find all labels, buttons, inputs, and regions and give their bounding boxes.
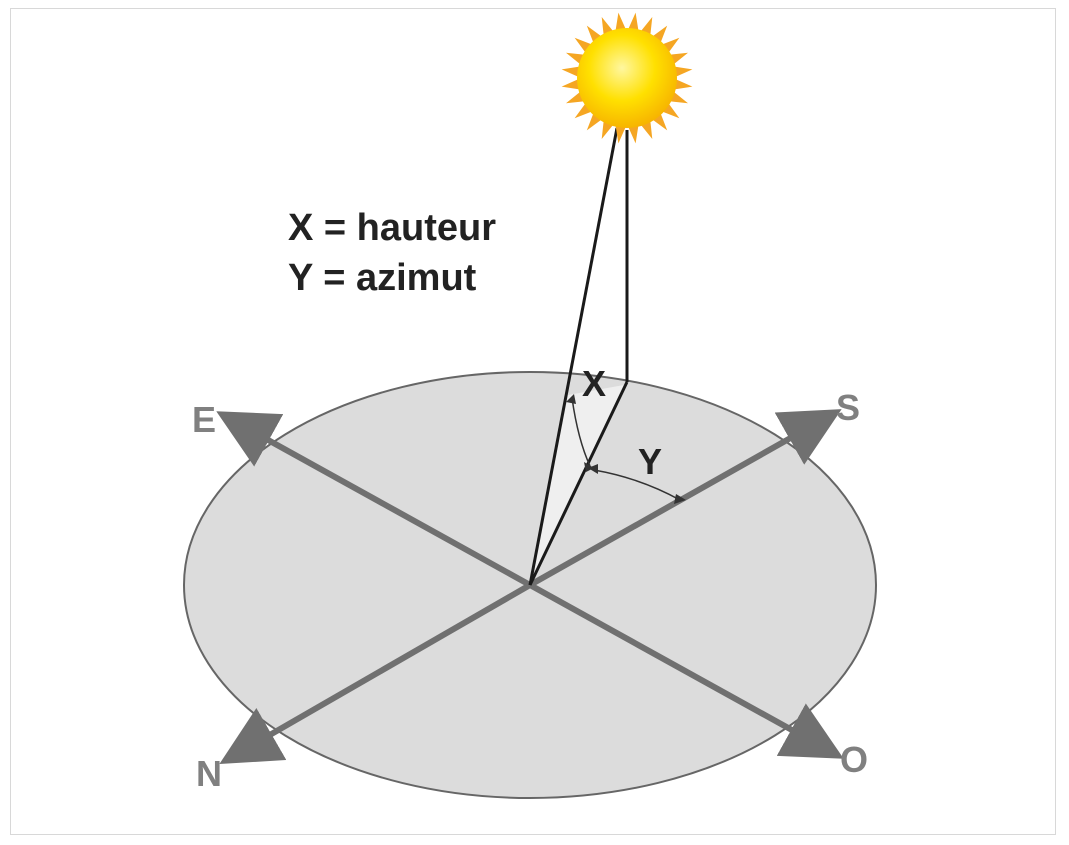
direction-west-label: O — [840, 739, 868, 780]
axis-west — [528, 582, 844, 759]
altitude-arc — [571, 397, 591, 467]
direction-north-label: N — [196, 753, 222, 794]
sun-ray-to-origin — [528, 127, 619, 586]
sun-projection-line — [528, 381, 629, 586]
azimuth-angle-label: Y — [638, 441, 662, 482]
legend-altitude: X = hauteur — [288, 207, 496, 249]
axis-north — [219, 582, 532, 764]
direction-south-label: S — [836, 387, 860, 428]
legend-azimuth: Y = azimut — [288, 257, 477, 299]
sun-icon — [561, 12, 693, 144]
direction-east-label: E — [192, 399, 216, 440]
sun-core — [577, 28, 677, 128]
azimuth-arc — [593, 469, 681, 501]
altitude-arc-arrow-bottom — [584, 462, 594, 472]
altitude-arc-arrow-top — [566, 394, 576, 404]
azimuth-arc-arrow-right — [674, 494, 686, 504]
azimuth-arc-arrow-left — [588, 464, 598, 474]
axis-east — [216, 411, 532, 588]
altitude-angle-label: X — [582, 363, 606, 404]
